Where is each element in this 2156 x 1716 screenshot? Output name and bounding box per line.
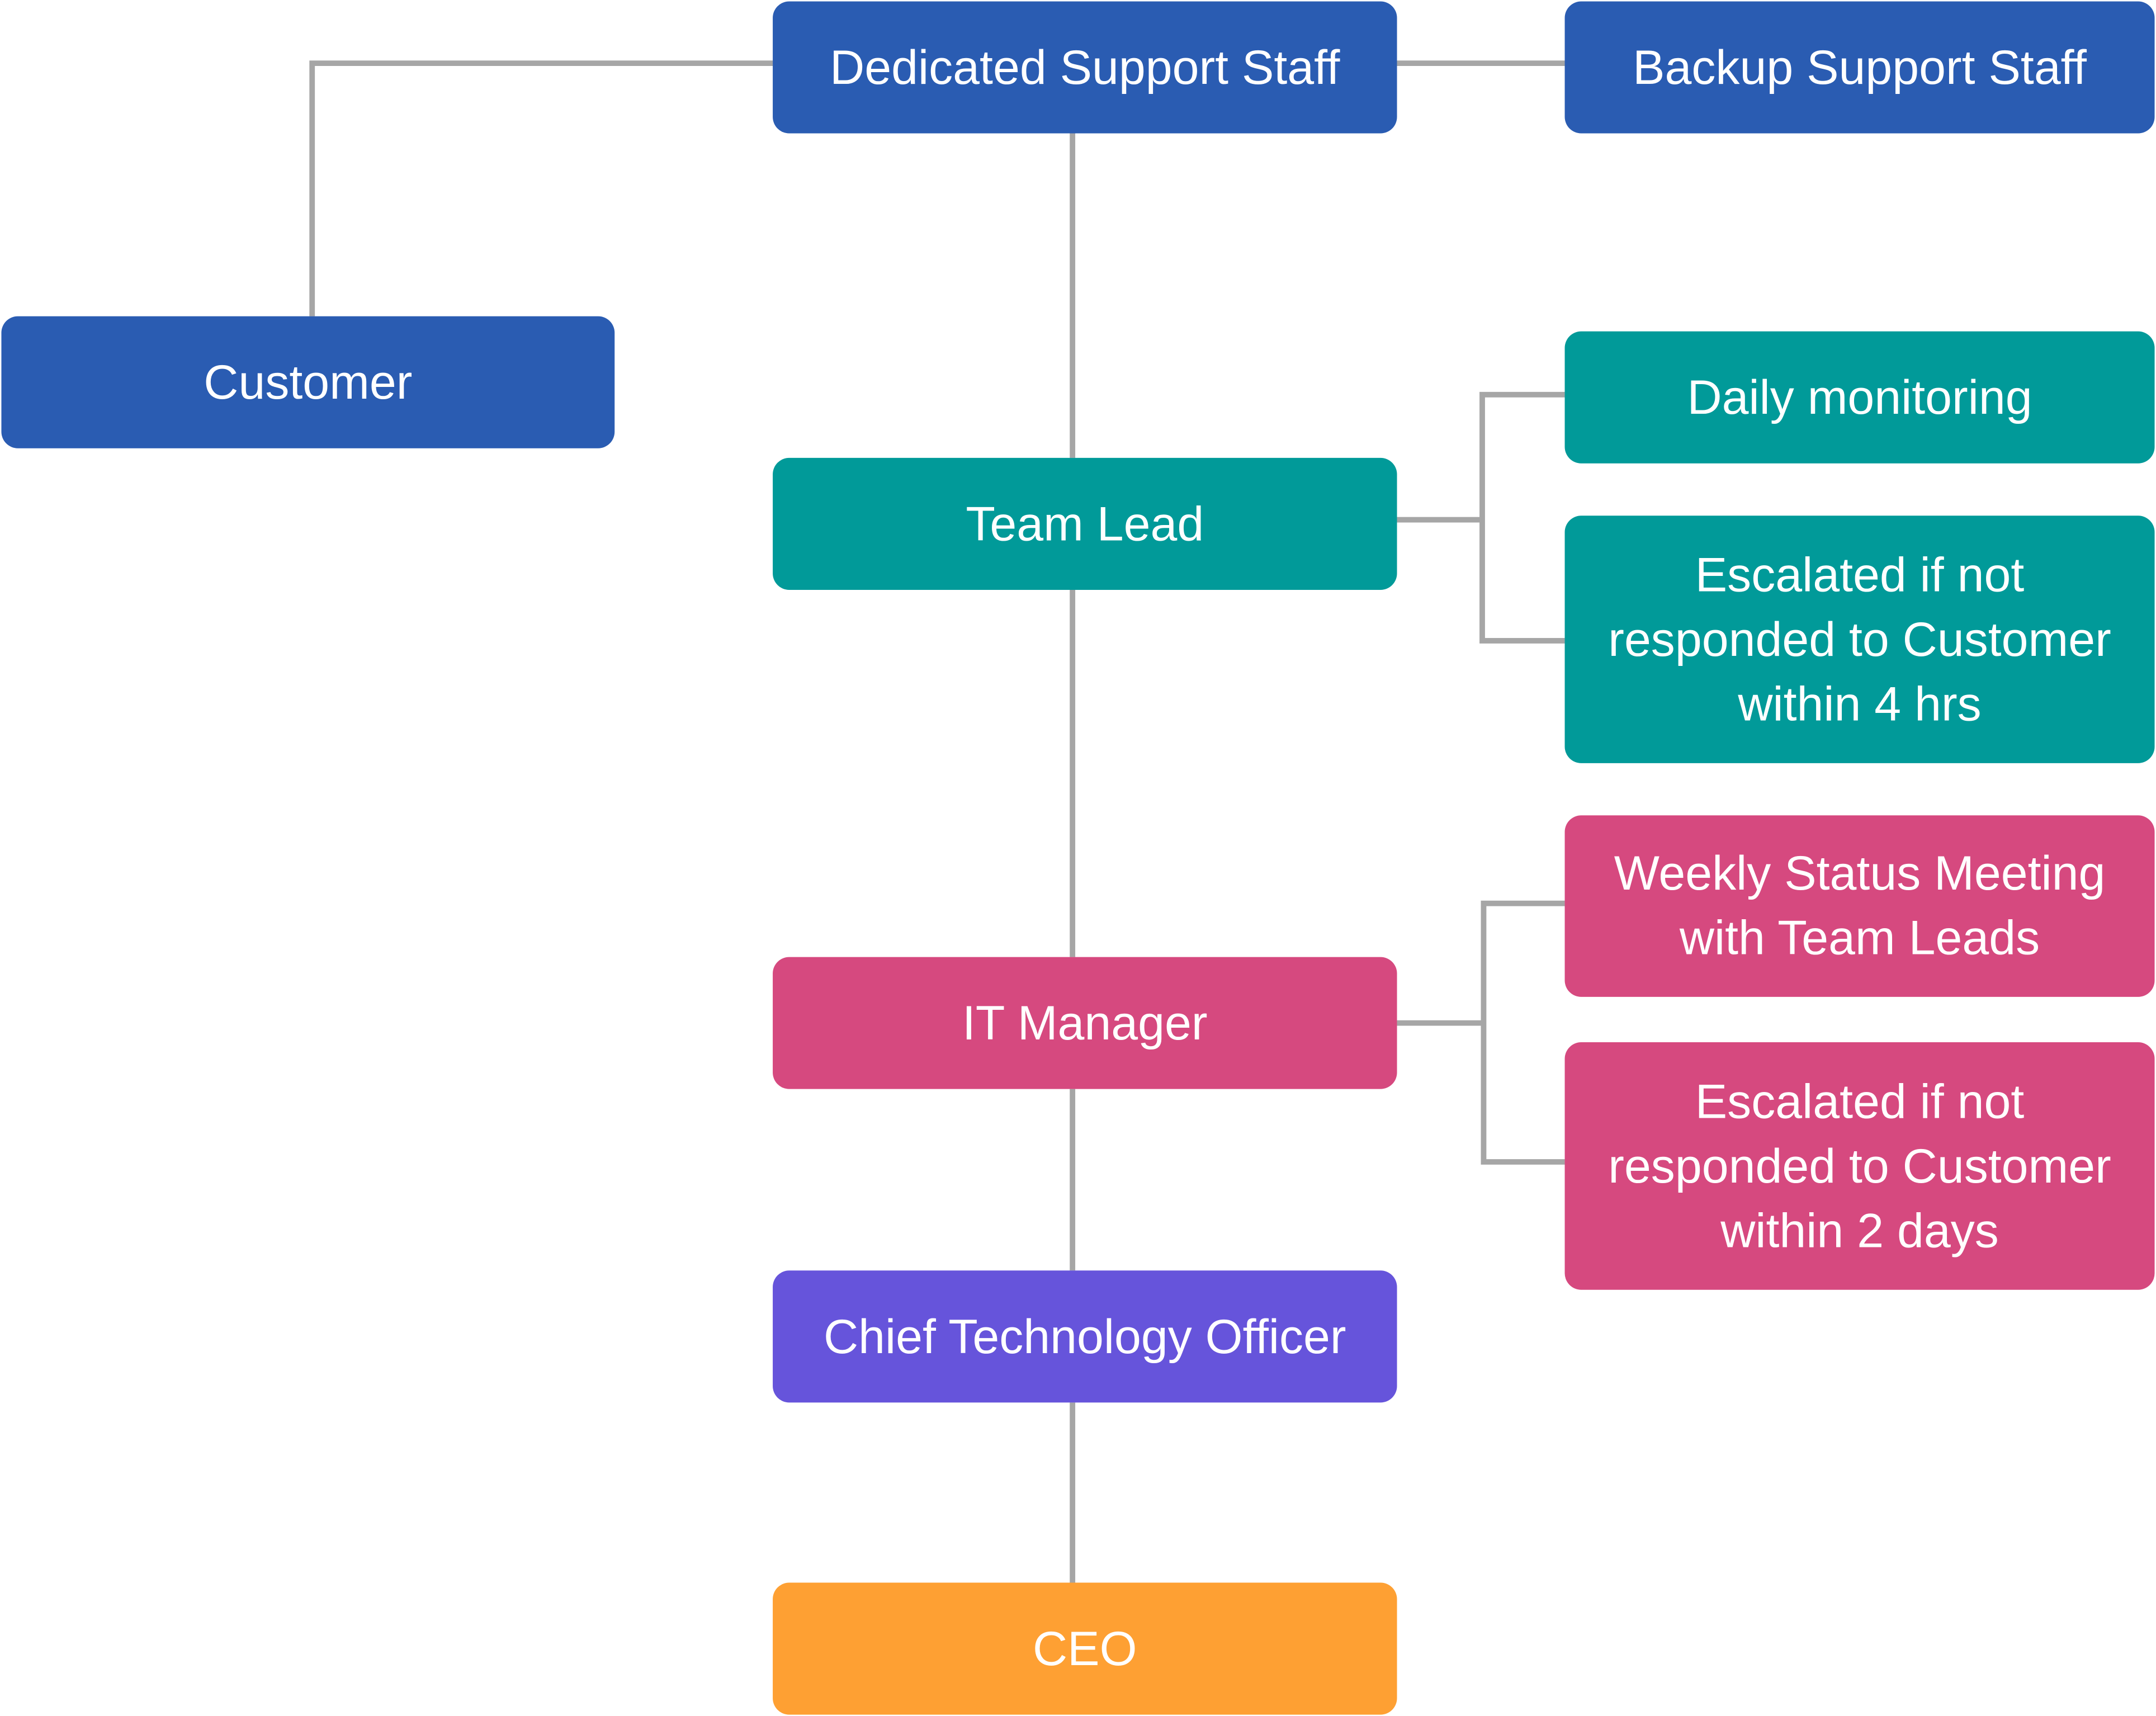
node-ceo: CEO <box>773 1582 1397 1715</box>
node-customer: Customer <box>1 316 615 448</box>
node-label: Customer <box>204 355 413 409</box>
node-daily-monitoring: Daily monitoring <box>1564 331 2155 464</box>
node-label: Backup Support Staff <box>1633 40 2087 94</box>
node-label-line: within 4 hrs <box>1738 677 1982 731</box>
node-label-group: Escalated if not responded to Customer w… <box>1608 542 2111 736</box>
node-label-line: Escalated if not <box>1695 547 2025 602</box>
node-label-group: Weekly Status Meeting with Team Leads <box>1614 842 2106 971</box>
node-label: Chief Technology Officer <box>824 1310 1346 1364</box>
node-dedicated-support-staff: Dedicated Support Staff <box>773 1 1397 134</box>
node-label-line: within 2 days <box>1720 1204 1999 1258</box>
node-label-line: Escalated if not <box>1695 1074 2025 1128</box>
node-label: IT Manager <box>962 996 1208 1050</box>
node-label-line: responded to Customer <box>1608 612 2111 666</box>
node-chief-technology-officer: Chief Technology Officer <box>773 1270 1397 1403</box>
node-label: Team Lead <box>966 497 1204 551</box>
node-label: Dedicated Support Staff <box>830 40 1340 94</box>
node-label-line: Weekly Status Meeting <box>1614 847 2106 901</box>
node-weekly-status-meeting: Weekly Status Meeting with Team Leads <box>1564 815 2155 997</box>
connector-teamlead-daily-escalated <box>1479 391 1565 644</box>
node-label: Daily monitoring <box>1687 370 2032 424</box>
node-label-line: with Team Leads <box>1679 911 2040 966</box>
node-it-manager: IT Manager <box>773 957 1397 1089</box>
connector-itmanager-weekly-escalated <box>1481 900 1565 1165</box>
node-team-lead: Team Lead <box>773 457 1397 590</box>
node-escalated-4hrs: Escalated if not responded to Customer w… <box>1564 516 2155 763</box>
node-label: CEO <box>1032 1622 1137 1676</box>
connector-dedicated-customer <box>309 60 773 316</box>
node-label-line: responded to Customer <box>1608 1139 2111 1193</box>
node-label-group: Escalated if not responded to Customer w… <box>1608 1069 2111 1263</box>
node-backup-support-staff: Backup Support Staff <box>1564 1 2155 134</box>
node-escalated-2days: Escalated if not responded to Customer w… <box>1564 1042 2155 1290</box>
